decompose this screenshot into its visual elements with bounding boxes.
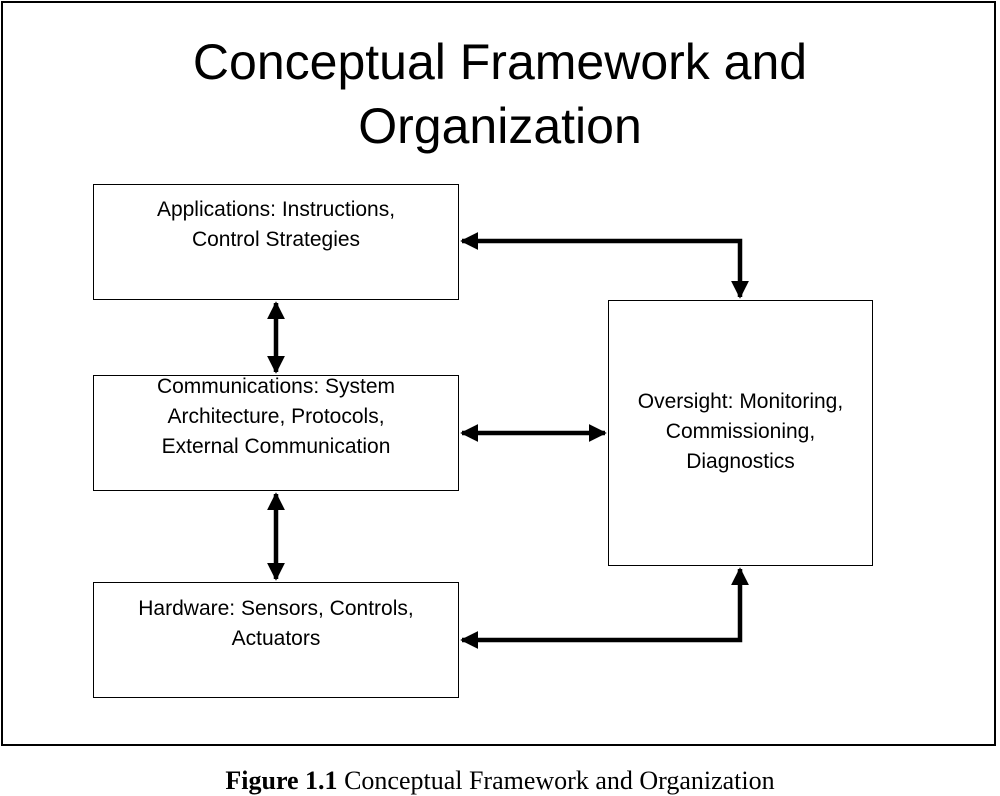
- title-line-1: Conceptual Framework and: [192, 34, 808, 90]
- oversight-box: Oversight: Monitoring, Commissioning, Di…: [608, 300, 873, 566]
- figure-caption-text: Conceptual Framework and Organization: [344, 766, 775, 795]
- applications-box: Applications: Instructions, Control Stra…: [93, 184, 459, 300]
- figure-caption: Figure 1.1 Conceptual Framework and Orga…: [0, 766, 1000, 796]
- hardware-oversight-arrow: [460, 567, 749, 649]
- title-line-2: Organization: [358, 98, 642, 154]
- diagram-frame: [1, 1, 996, 746]
- communications-label: Communications: System Architecture, Pro…: [156, 375, 396, 458]
- hardware-label: Hardware: Sensors, Controls, Actuators: [138, 597, 414, 650]
- applications-label: Applications: Instructions, Control Stra…: [156, 198, 396, 251]
- figure-label: Figure 1.1: [225, 766, 338, 795]
- hardware-box: Hardware: Sensors, Controls, Actuators: [93, 582, 459, 698]
- oversight-label: Oversight: Monitoring, Commissioning, Di…: [637, 390, 844, 473]
- communications-box: Communications: System Architecture, Pro…: [93, 375, 459, 491]
- diagram-title: Conceptual Framework and Organization: [0, 30, 1000, 158]
- applications-oversight-arrow: [460, 232, 749, 299]
